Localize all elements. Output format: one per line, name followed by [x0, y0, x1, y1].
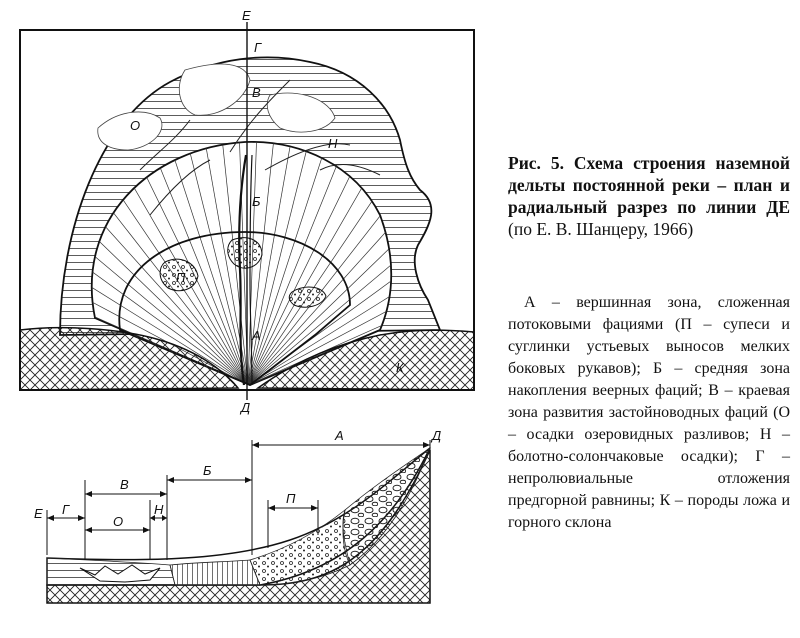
section-label-e: Е: [34, 506, 43, 521]
fan-ray: [91, 208, 249, 385]
section-label-o: О: [113, 514, 123, 529]
fan-ray: [247, 225, 392, 385]
section-label-v: В: [120, 477, 129, 492]
plan-view: Е Г В О Н Б П А К Д: [19, 8, 475, 415]
fan-ray: [247, 176, 392, 385]
fan-ray: [247, 141, 280, 385]
plan-label-p: П: [176, 270, 186, 285]
plan-label-a: А: [251, 328, 261, 343]
caption-title: Рис. 5. Схема строения наземной дельты п…: [508, 153, 790, 217]
plan-label-k: К: [396, 360, 405, 375]
plan-label-g: Г: [254, 40, 262, 55]
section-label-a: А: [334, 428, 344, 443]
figure-legend: А – вершинная зона, сложенная потоковыми…: [508, 292, 790, 534]
section-label-d: Д: [430, 428, 441, 443]
plan-label-b: Б: [252, 194, 261, 209]
fan-ray: [247, 243, 392, 385]
plan-label-d: Д: [239, 400, 250, 415]
section-label-b: Б: [203, 463, 212, 478]
fan-ray: [195, 141, 249, 385]
plan-label-e: Е: [242, 8, 251, 23]
legend-text: А – вершинная зона, сложенная потоковыми…: [508, 294, 790, 531]
fan-ray: [91, 191, 249, 385]
fan-ray: [247, 161, 392, 385]
bedrock-plan: [19, 326, 240, 391]
fan-ray: [247, 148, 392, 385]
section-label-n: Н: [154, 502, 164, 517]
section-label-g: Г: [62, 502, 70, 517]
fan-ray: [216, 141, 249, 385]
plan-label-v: В: [252, 85, 261, 100]
section-view: А Д Б В Е Г О Н П: [34, 428, 441, 604]
fan-ray: [247, 191, 392, 385]
plan-label-o: О: [130, 118, 140, 133]
caption-source: (по Е. В. Шанцеру, 1966): [508, 219, 694, 239]
fan-ray: [247, 141, 301, 385]
fan-ray: [91, 161, 249, 385]
fan-ray: [237, 141, 249, 385]
plan-label-n: Н: [328, 136, 338, 151]
section-label-p: П: [286, 491, 296, 506]
fan-ray: [247, 141, 259, 385]
figure-caption: Рис. 5. Схема строения наземной дельты п…: [508, 152, 790, 240]
fan-ray: [91, 176, 249, 385]
